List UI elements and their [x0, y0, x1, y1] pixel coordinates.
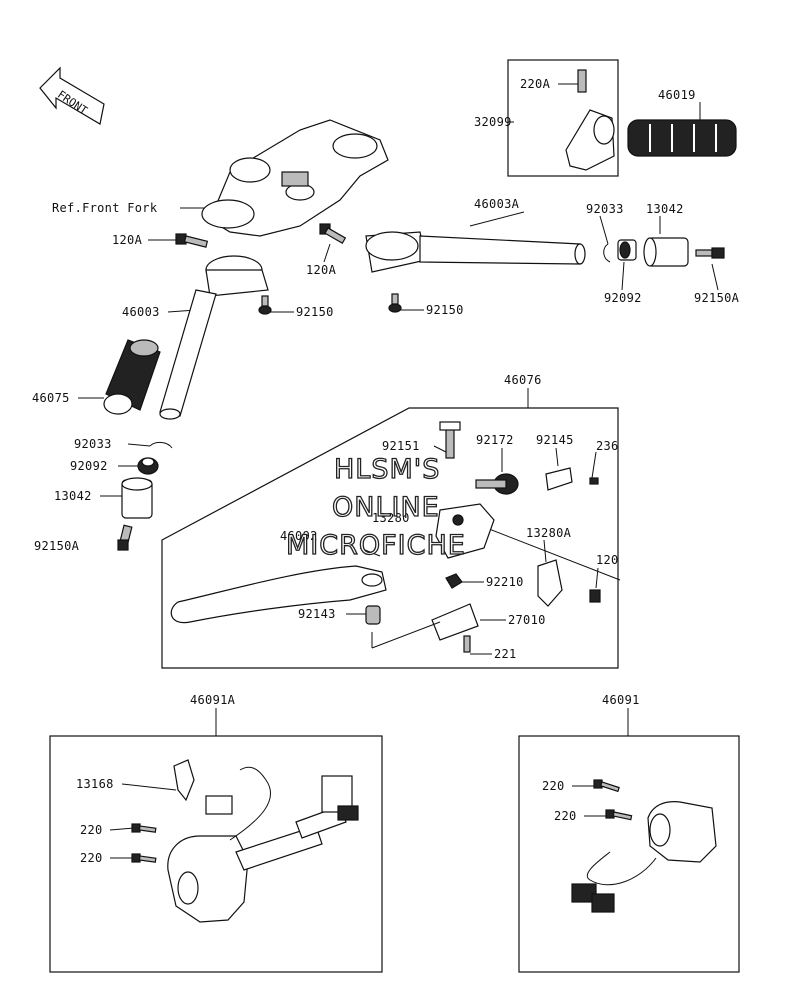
label-13280: 13280 — [372, 511, 410, 525]
label-92143: 92143 — [298, 607, 336, 621]
label-46003: 46003 — [122, 305, 160, 319]
label-220-right-upper: 220 — [542, 779, 565, 793]
bolts-120A — [175, 223, 347, 248]
label-120: 120 — [596, 553, 619, 567]
label-13042-left: 13042 — [54, 489, 92, 503]
watermark-line-1: HLSM'S — [333, 453, 441, 485]
label-92150A-left: 92150A — [34, 539, 80, 553]
watermark-line-2: ONLINE — [331, 491, 440, 523]
label-46076: 46076 — [504, 373, 542, 387]
label-46003A: 46003A — [474, 197, 520, 211]
left-bar-end-parts — [117, 441, 173, 551]
throttle-group-box — [507, 59, 619, 177]
label-92150-left: 92150 — [296, 305, 334, 319]
label-27010: 27010 — [508, 613, 546, 627]
front-direction-arrow: FRONT — [39, 66, 105, 125]
left-grip — [103, 339, 161, 415]
label-92210: 92210 — [486, 575, 524, 589]
label-46092: 46092 — [280, 529, 318, 543]
label-221: 221 — [494, 647, 517, 661]
watermark-line-3: MICROFICHE — [285, 529, 466, 561]
label-220-left-upper: 220 — [80, 823, 103, 837]
right-bar-end-parts — [603, 237, 725, 267]
label-32099: 32099 — [474, 115, 512, 129]
label-46091A: 46091A — [190, 693, 236, 707]
label-92172: 92172 — [476, 433, 514, 447]
leader-lines — [78, 83, 719, 859]
label-92033-left: 92033 — [74, 437, 112, 451]
left-switch-housing — [131, 759, 359, 923]
right-handlebar — [365, 231, 586, 273]
label-92151: 92151 — [382, 439, 420, 453]
label-120A-left: 120A — [112, 233, 143, 247]
lever-assembly — [170, 421, 601, 653]
label-ref-front-fork: Ref.Front Fork — [52, 201, 158, 215]
right-switch-box — [518, 735, 740, 973]
upper-triple-clamp — [201, 119, 389, 237]
label-13168: 13168 — [76, 777, 114, 791]
label-46091: 46091 — [602, 693, 640, 707]
label-13280A: 13280A — [526, 526, 572, 540]
throttle-grip — [565, 69, 737, 171]
label-236: 236 — [596, 439, 619, 453]
lever-group-box — [161, 407, 619, 669]
bolts-92150 — [258, 293, 402, 315]
label-46075: 46075 — [32, 391, 70, 405]
label-92092-right: 92092 — [604, 291, 642, 305]
label-92092-left: 92092 — [70, 459, 108, 473]
left-handlebar — [159, 255, 269, 420]
label-92033-right: 92033 — [586, 202, 624, 216]
label-92145: 92145 — [536, 433, 574, 447]
label-220-left-lower: 220 — [80, 851, 103, 865]
label-13042-right: 13042 — [646, 202, 684, 216]
label-92150A-right: 92150A — [694, 291, 740, 305]
right-switch-housing — [571, 779, 717, 913]
label-92150-mid: 92150 — [426, 303, 464, 317]
label-220-right-lower: 220 — [554, 809, 577, 823]
label-120A-mid: 120A — [306, 263, 337, 277]
label-46019: 46019 — [658, 88, 696, 102]
label-220A: 220A — [520, 77, 551, 91]
